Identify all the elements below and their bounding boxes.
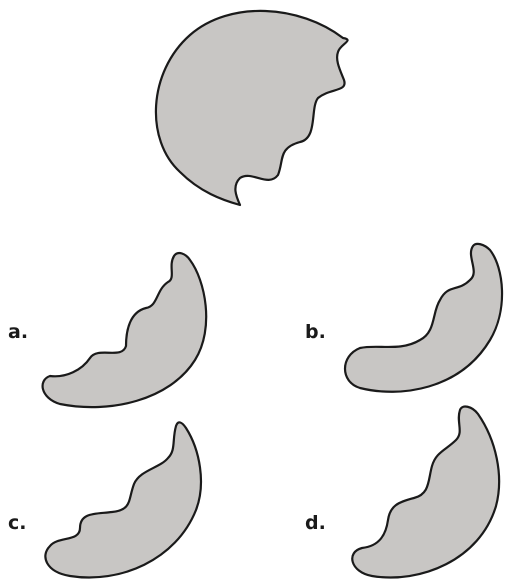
option-c-label: c. [8,512,26,534]
option-d-shape[interactable] [352,407,499,578]
option-a-shape[interactable] [43,253,207,407]
option-b-label: b. [305,321,326,343]
reference-shape [156,11,348,205]
option-c-shape[interactable] [45,422,201,577]
option-a-label: a. [8,321,28,343]
option-b-shape[interactable] [345,244,502,392]
option-d-label: d. [305,512,326,534]
